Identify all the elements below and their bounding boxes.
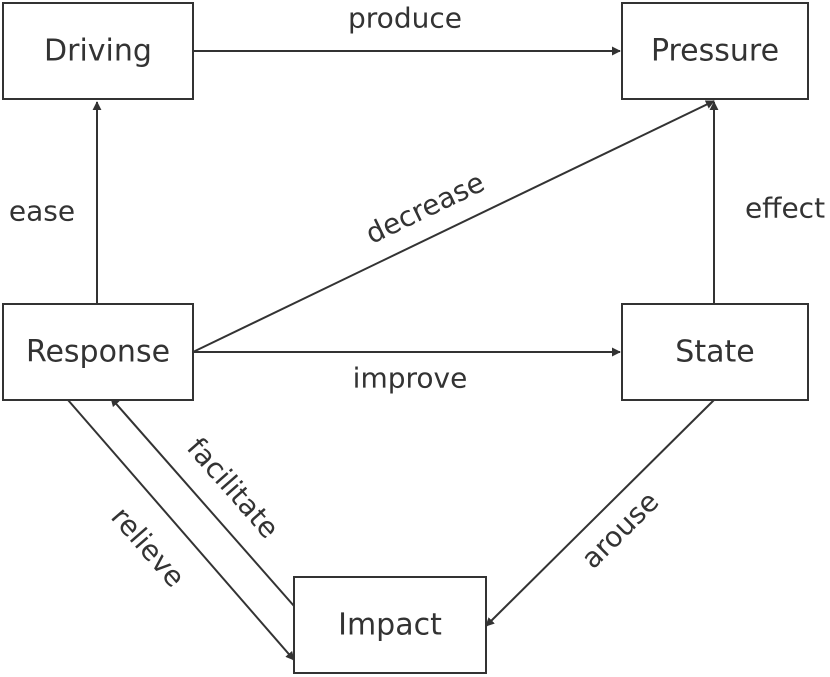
- node-pressure: Pressure: [621, 2, 809, 100]
- node-response: Response: [2, 303, 194, 401]
- edge-decrease-line: [192, 100, 715, 353]
- node-state: State: [621, 303, 809, 401]
- edge-label-effect: effect: [745, 192, 825, 225]
- edge-label-improve: improve: [353, 362, 468, 395]
- node-response-label: Response: [26, 335, 170, 370]
- node-impact-label: Impact: [338, 608, 442, 643]
- node-pressure-label: Pressure: [651, 34, 779, 69]
- edge-label-produce: produce: [348, 2, 462, 35]
- node-state-label: State: [675, 335, 754, 370]
- edge-arouse-line: [485, 399, 715, 627]
- edge-label-relieve: relieve: [104, 500, 191, 593]
- edge-label-facilitate: facilitate: [180, 431, 285, 545]
- edge-facilitate-line: [110, 397, 295, 607]
- edge-relieve-line: [67, 399, 295, 661]
- node-impact: Impact: [293, 576, 487, 674]
- node-driving: Driving: [2, 2, 194, 100]
- edge-label-decrease: decrease: [360, 165, 489, 250]
- edge-label-arouse: arouse: [575, 485, 666, 575]
- edge-label-ease: ease: [9, 195, 75, 228]
- node-driving-label: Driving: [44, 34, 152, 69]
